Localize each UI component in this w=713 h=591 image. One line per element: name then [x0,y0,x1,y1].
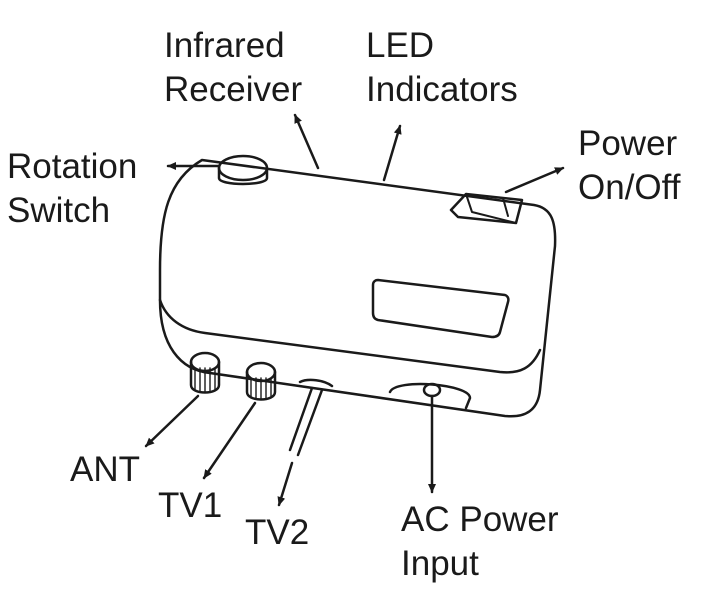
leader-power [504,166,565,194]
label-ant-text: ANT [70,450,140,489]
label-ac-power-input: AC Power Input [401,498,559,586]
label-rotation-line1: Rotation [7,147,138,186]
label-tv2: TV2 [245,511,309,555]
label-infrared-line1: Infrared [164,26,285,65]
label-tv1: TV1 [158,484,222,528]
label-infrared-receiver: Infrared Receiver [164,24,302,112]
label-led-line2: Indicators [366,70,518,109]
label-power-line2: On/Off [578,168,681,207]
label-ac-line2: Input [401,544,479,583]
device-body [158,158,557,418]
label-infrared-line2: Receiver [164,70,303,109]
label-ant: ANT [70,448,140,492]
leader-infrared [293,113,320,170]
label-led-indicators: LED Indicators [366,24,518,112]
label-tv2-text: TV2 [245,513,310,552]
led-window [371,278,510,339]
label-rotation-line2: Switch [7,191,111,230]
label-led-line1: LED [366,26,435,65]
label-tv1-text: TV1 [158,486,223,525]
rotation-switch-knob [217,154,269,186]
power-switch-icon [449,192,524,225]
tv1-connector-icon [245,361,277,401]
leader-led [382,124,402,182]
tv2-cable-icon [288,378,334,457]
leader-tv2 [277,461,294,507]
label-rotation-switch: Rotation Switch [7,145,137,233]
label-power-on-off: Power On/Off [578,122,680,210]
device-top-edge [158,298,542,374]
label-ac-line1: AC Power [401,500,559,539]
leader-ant [144,394,200,448]
label-power-line1: Power [578,124,678,163]
ant-connector-icon [189,351,221,394]
leader-tv1 [202,401,257,480]
